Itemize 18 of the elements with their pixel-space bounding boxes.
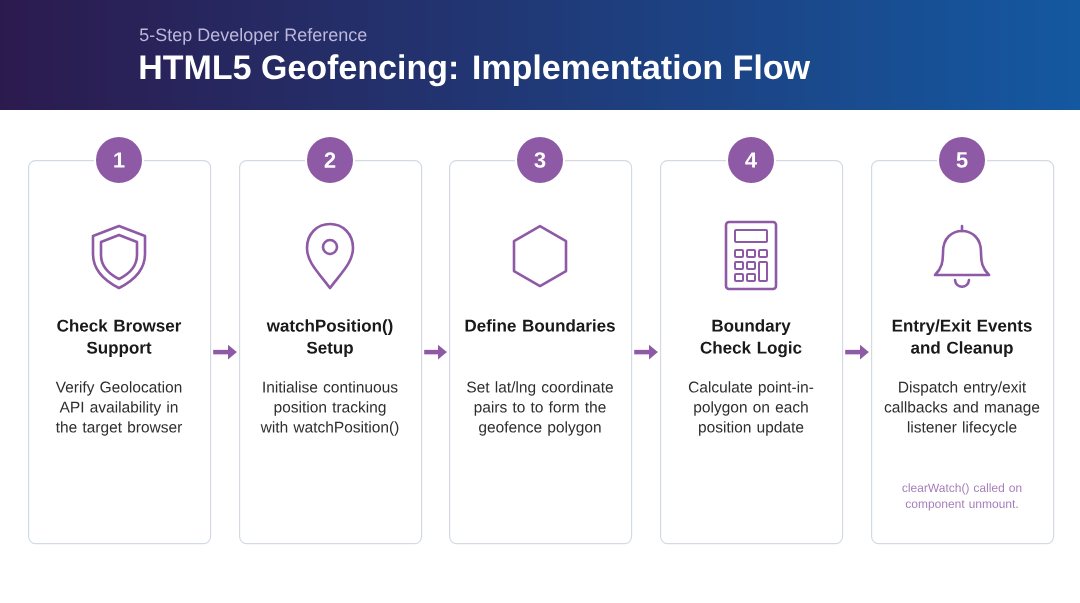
step-number-badge: 1: [94, 135, 144, 185]
subtitle: 5-Step Developer Reference: [139, 27, 367, 45]
step-heading: watchPosition() Setup: [266, 319, 393, 358]
step-heading: Entry/Exit Events and Cleanup: [892, 319, 1032, 358]
step-note: clearWatch() called on component unmount.: [902, 483, 1022, 511]
step-number-badge: 3: [515, 135, 565, 185]
step-heading: Define Boundaries: [465, 319, 615, 332]
step-description: Initialise continuous position tracking with watchPosition(): [260, 381, 399, 436]
step-heading: Boundary Check Logic: [700, 319, 802, 358]
step-description: Set lat/lng coordinate pairs to to form the geofence polygon: [467, 381, 613, 436]
step-number-badge: 4: [726, 135, 776, 185]
step-number-badge: 5: [937, 135, 987, 185]
title: HTML5 Geofencing: Implementation Flow: [140, 54, 811, 87]
step-description: Calculate point-in-polygon on each position update: [688, 381, 814, 436]
step-heading: Check Browser Support: [57, 319, 182, 358]
step-description: Dispatch entry/exit callbacks and manage listener lifecycle: [884, 381, 1040, 436]
step-description: Verify Geolocation API availability in the target browser: [55, 381, 183, 436]
step-number-badge: 2: [305, 135, 355, 185]
